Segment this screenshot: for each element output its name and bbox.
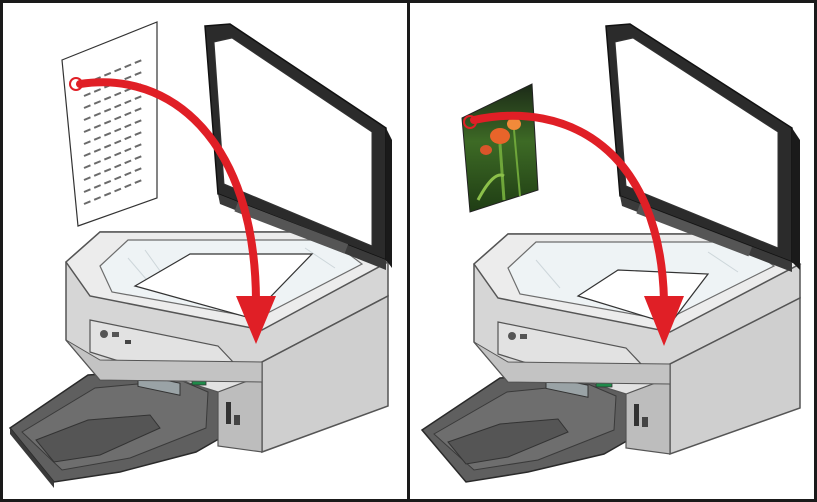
power-button[interactable] bbox=[100, 330, 108, 338]
mode-button[interactable] bbox=[125, 340, 131, 344]
menu-button[interactable] bbox=[520, 334, 527, 339]
card-slot bbox=[634, 404, 639, 426]
pictbridge-port bbox=[642, 417, 648, 427]
power-button[interactable] bbox=[508, 332, 516, 340]
pictbridge-port bbox=[234, 415, 240, 425]
card-slot bbox=[226, 402, 231, 424]
flower-blossom bbox=[490, 128, 510, 144]
menu-button[interactable] bbox=[112, 332, 119, 337]
